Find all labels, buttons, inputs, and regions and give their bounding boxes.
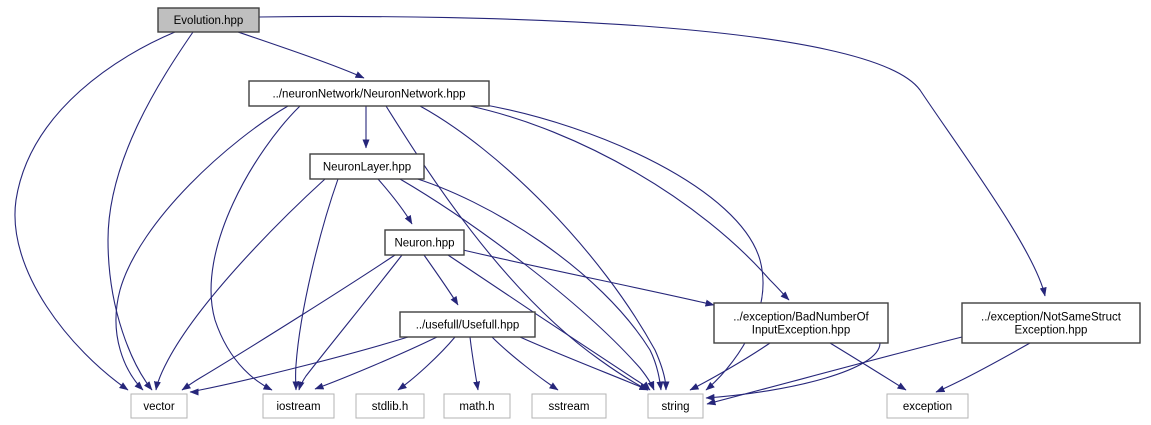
node-box-neuronlayer[interactable]: [309, 153, 425, 180]
node-label-exception: exception: [903, 401, 952, 413]
edge-neuronnet-to-string: [479, 103, 764, 391]
edge-usefull-to-string: [519, 336, 649, 391]
node-neuron[interactable]: Neuron.hpp: [384, 229, 465, 256]
node-usefull[interactable]: ../usefull/Usefull.hpp: [399, 311, 536, 338]
edge-neuronlayer-to-string: [407, 175, 664, 391]
edge-neuronlayer-to-neuron: [377, 178, 413, 225]
node-neuronlayer[interactable]: NeuronLayer.hpp: [309, 153, 425, 180]
edge-neuronlayer-to-vector: [153, 178, 326, 391]
node-box-sstream[interactable]: [531, 393, 607, 419]
node-box-usefull[interactable]: [399, 311, 536, 338]
node-box-stdlib[interactable]: [355, 393, 425, 419]
node-sstream[interactable]: sstream: [531, 393, 607, 419]
edge-neuronlayer-to-iostream: [292, 178, 339, 391]
node-exception[interactable]: exception: [886, 393, 969, 419]
node-label-string: string: [661, 401, 689, 413]
edge-neuronlayer-to-string: [399, 178, 655, 391]
edge-neuron-to-iostream: [297, 254, 403, 391]
node-evolution[interactable]: Evolution.hpp: [157, 7, 260, 33]
node-label-neuron: Neuron.hpp: [394, 238, 454, 250]
edge-usefull-to-sstream: [491, 336, 559, 391]
edge-neuron-to-badnumber: [462, 249, 715, 307]
node-layer: Evolution.hpp ../neuronNetwork/NeuronNetw…: [130, 7, 1141, 419]
node-box-neuron[interactable]: [384, 229, 465, 256]
node-label-vector: vector: [143, 401, 174, 413]
edge-neuronnet-to-string: [385, 105, 649, 391]
node-vector[interactable]: vector: [130, 393, 188, 419]
node-label-badnumber: InputException.hpp: [752, 325, 850, 337]
edge-evolution-to-vector: [107, 31, 194, 391]
node-math[interactable]: math.h: [443, 393, 511, 419]
node-label-iostream: iostream: [276, 401, 320, 413]
edge-evolution-to-neuronnet: [237, 31, 365, 79]
node-box-notsame[interactable]: [961, 302, 1141, 344]
edge-usefull-to-iostream: [314, 336, 438, 390]
node-box-exception[interactable]: [886, 393, 969, 419]
edge-layer: [14, 15, 1047, 406]
node-label-usefull: ../usefull/Usefull.hpp: [416, 320, 520, 332]
node-label-sstream: sstream: [549, 401, 590, 413]
node-label-stdlib: stdlib.h: [372, 401, 408, 413]
node-label-math: math.h: [459, 401, 494, 413]
node-label-evolution: Evolution.hpp: [174, 15, 244, 27]
edge-badnumber-to-string: [705, 342, 881, 401]
node-box-string[interactable]: [647, 393, 704, 419]
node-box-evolution[interactable]: [157, 7, 260, 33]
edge-evolution-to-vector: [14, 31, 176, 391]
node-string[interactable]: string: [647, 393, 704, 419]
node-box-neuronnet[interactable]: [248, 80, 490, 107]
node-label-notsame: ../exception/NotSameStruct: [981, 312, 1122, 324]
edge-usefull-to-vector: [189, 336, 409, 396]
edge-neuron-to-usefull: [423, 254, 459, 306]
edge-evolution-to-notsame: [258, 15, 1047, 297]
node-box-vector[interactable]: [130, 393, 188, 419]
node-box-math[interactable]: [443, 393, 511, 419]
edge-badnumber-to-exception: [829, 342, 907, 391]
node-label-badnumber: ../exception/BadNumberOf: [733, 312, 869, 324]
node-box-badnumber[interactable]: [713, 302, 889, 344]
edge-notsame-to-string: [706, 336, 963, 406]
node-box-iostream[interactable]: [262, 393, 335, 419]
edge-usefull-to-math: [469, 336, 481, 391]
node-label-neuronlayer: NeuronLayer.hpp: [323, 162, 411, 174]
node-stdlib[interactable]: stdlib.h: [355, 393, 425, 419]
node-badnumber[interactable]: ../exception/BadNumberOfInputException.h…: [713, 302, 889, 344]
node-label-notsame: Exception.hpp: [1015, 325, 1088, 337]
edge-notsame-to-exception: [935, 342, 1031, 393]
edge-badnumber-to-string: [689, 342, 771, 391]
node-neuronnet[interactable]: ../neuronNetwork/NeuronNetwork.hpp: [248, 80, 490, 107]
node-label-neuronnet: ../neuronNetwork/NeuronNetwork.hpp: [272, 89, 465, 101]
edge-neuronnet-to-vector: [115, 105, 289, 391]
edge-neuronnet-to-iostream: [210, 105, 301, 391]
edge-usefull-to-stdlib: [397, 336, 456, 391]
edge-neuronnet-to-badnumber: [469, 105, 790, 301]
edge-neuronnet-to-string: [419, 105, 670, 391]
node-iostream[interactable]: iostream: [262, 393, 335, 419]
edge-neuron-to-vector: [181, 254, 396, 391]
